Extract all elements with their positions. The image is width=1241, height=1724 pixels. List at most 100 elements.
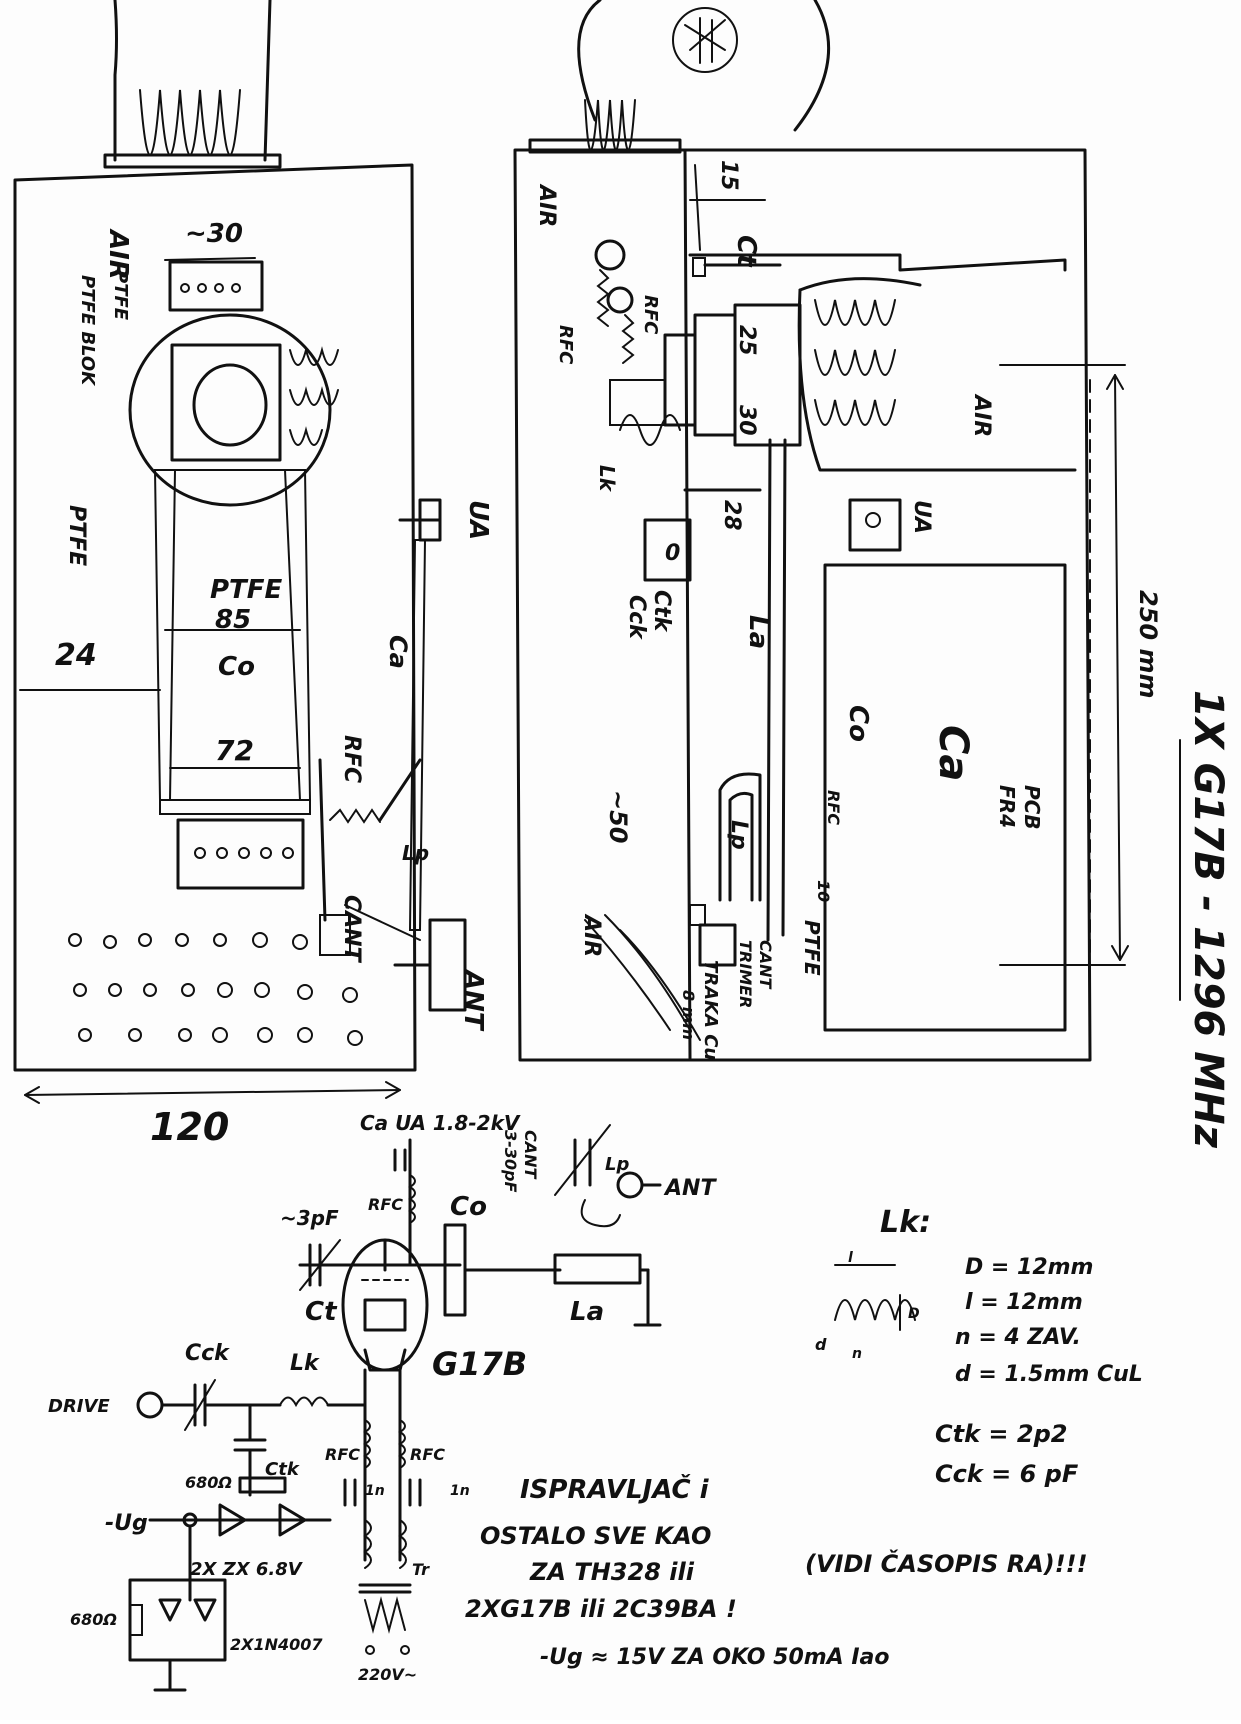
ptfe-blok-label-a: PTFE: [110, 270, 131, 321]
lk-spec-title: Lk:: [880, 1205, 932, 1240]
schematic: Ca UA 1.8-2kV ~3pF RFC Co CANT 3-30pF Lp…: [48, 1111, 717, 1692]
left-width-120: 120: [150, 1105, 229, 1149]
right-fr4-label: FR4: [995, 785, 1019, 828]
left-air-label: AIR: [103, 228, 133, 280]
sch-rfc-r: RFC: [410, 1445, 445, 1464]
right-ca-label: Ca: [930, 725, 976, 781]
sch-ct: Ct: [305, 1297, 338, 1327]
right-trimmer-label: TRIMER: [736, 940, 755, 1008]
sch-ug: -Ug: [105, 1511, 148, 1536]
right-dim-15: 15: [716, 160, 741, 191]
right-rfc-1: RFC: [640, 295, 661, 335]
sch-c3pf: ~3pF: [280, 1206, 339, 1230]
sch-co: Co: [450, 1192, 487, 1222]
left-cavity-view: AIR ~30 PTFE PTFE BLOK PTFE PTFE 85 Co 2…: [13, 0, 493, 1149]
note-reference: (VIDI ČASOPIS RA)!!!: [805, 1550, 1088, 1578]
right-air-top: AIR: [534, 183, 559, 227]
sch-1n-l: 1n: [365, 1483, 385, 1499]
side-title: 1X G17B - 1296 MHz: [1185, 690, 1231, 1149]
left-ant-label: ANT: [458, 968, 488, 1032]
lk-dw-mark: d: [815, 1335, 827, 1354]
cck-value: Cck = 6 pF: [935, 1460, 1079, 1488]
lk-spec-wire: d = 1.5mm CuL: [955, 1362, 1143, 1387]
right-ct-label: Ct: [731, 235, 761, 268]
left-dim-24: 24: [55, 638, 97, 673]
ptfe-85-label-b: 85: [215, 605, 251, 635]
right-dim-250: 250 mm: [1134, 590, 1162, 698]
right-dim-10: 10: [814, 880, 833, 902]
right-traka-b: 8 mm: [679, 990, 698, 1040]
lk-spec-l: l = 12mm: [965, 1290, 1083, 1315]
sch-mains: 220V~: [358, 1665, 417, 1684]
lk-coil-sketch: l D d n: [815, 1250, 920, 1362]
sch-1n-r: 1n: [450, 1483, 470, 1499]
sch-rfc-l: RFC: [325, 1445, 360, 1464]
left-ua-label: UA: [463, 500, 493, 540]
radiator-fins-left: [289, 346, 339, 446]
right-dim-25: 25: [734, 325, 759, 356]
left-ptfe-label: PTFE: [64, 505, 89, 566]
left-rfc-label: RFC: [339, 735, 364, 783]
sch-diodes: 2X1N4007: [230, 1635, 323, 1654]
sch-rfc-top: RFC: [368, 1195, 403, 1214]
right-cavity-view: 0 AIR 15 Ct RFC RFC 25 30 A: [513, 0, 1162, 1062]
right-lp-label: Lp: [726, 820, 751, 850]
lk-d-mark: D: [908, 1306, 920, 1322]
lk-spec-d: D = 12mm: [965, 1255, 1094, 1280]
right-cck-label: Cck: [624, 595, 649, 640]
right-ptfe-label: PTFE: [800, 920, 824, 976]
right-cant-label: CANT: [756, 940, 775, 990]
note-line-4: 2XG17B ili 2C39BA !: [465, 1595, 737, 1623]
left-lp-label: Lp: [402, 841, 429, 865]
right-traka-a: TRAKA Cu: [700, 960, 721, 1060]
radiator-fins-right: [814, 299, 896, 426]
right-air-bottom: AIR: [579, 913, 604, 957]
right-co-label: Co: [843, 705, 873, 742]
right-rfc-3: RFC: [824, 790, 843, 825]
right-air-cavity: AIR: [969, 393, 994, 437]
right-ctk-label: Ctk: [649, 590, 674, 633]
note-line-3: ZA TH328 ili: [530, 1558, 694, 1586]
sch-cant: CANT: [521, 1130, 540, 1180]
sch-drive: DRIVE: [48, 1396, 110, 1417]
sch-ant: ANT: [663, 1176, 717, 1201]
note-bias: -Ug ≈ 15V ZA OKO 50mA Iao: [540, 1645, 890, 1670]
left-cant-label: CANT: [339, 895, 364, 964]
right-dim-50: ~50: [604, 790, 632, 844]
sch-lp: Lp: [605, 1154, 629, 1175]
right-dim-28: 28: [719, 500, 744, 531]
sch-tube: G17B: [432, 1345, 527, 1383]
left-co-label: Co: [218, 652, 255, 682]
sch-r680: 680Ω: [185, 1473, 232, 1492]
note-line-1: ISPRAVLJAČ i: [520, 1475, 709, 1505]
ptfe-blok-label: PTFE BLOK: [77, 275, 98, 387]
sch-supply: Ca UA 1.8-2kV: [360, 1111, 521, 1135]
ctk-value: Ctk = 2p2: [935, 1420, 1068, 1448]
cck-block-zero: 0: [665, 541, 680, 566]
sch-r680-b: 680Ω: [70, 1610, 117, 1629]
sch-ctk: Ctk: [265, 1459, 300, 1480]
right-lk-label: Lk: [595, 465, 619, 493]
sch-tr: Tr: [412, 1560, 430, 1579]
right-la-label: La: [743, 615, 773, 649]
sch-la: La: [570, 1297, 604, 1327]
right-pcb-label: PCB: [1020, 785, 1044, 830]
left-dim-72: 72: [215, 734, 254, 767]
lk-spec-n: n = 4 ZAV.: [955, 1325, 1081, 1350]
sch-zener: 2X ZX 6.8V: [190, 1559, 304, 1580]
left-ca-label: Ca: [384, 635, 412, 669]
vent-holes: [68, 932, 363, 1046]
right-dim-30: 30: [734, 405, 759, 436]
left-dim-30: ~30: [185, 219, 243, 249]
right-rfc-2: RFC: [555, 325, 576, 365]
air-coil-left: [139, 89, 241, 156]
right-ua-label: UA: [909, 500, 934, 534]
lk-l-mark: l: [848, 1250, 853, 1266]
note-line-2: OSTALO SVE KAO: [480, 1522, 712, 1550]
sch-cant-range: 3-30pF: [501, 1130, 520, 1192]
ptfe-85-label-a: PTFE: [210, 575, 283, 605]
sch-cck: Cck: [185, 1341, 230, 1366]
sch-lk: Lk: [290, 1351, 320, 1376]
